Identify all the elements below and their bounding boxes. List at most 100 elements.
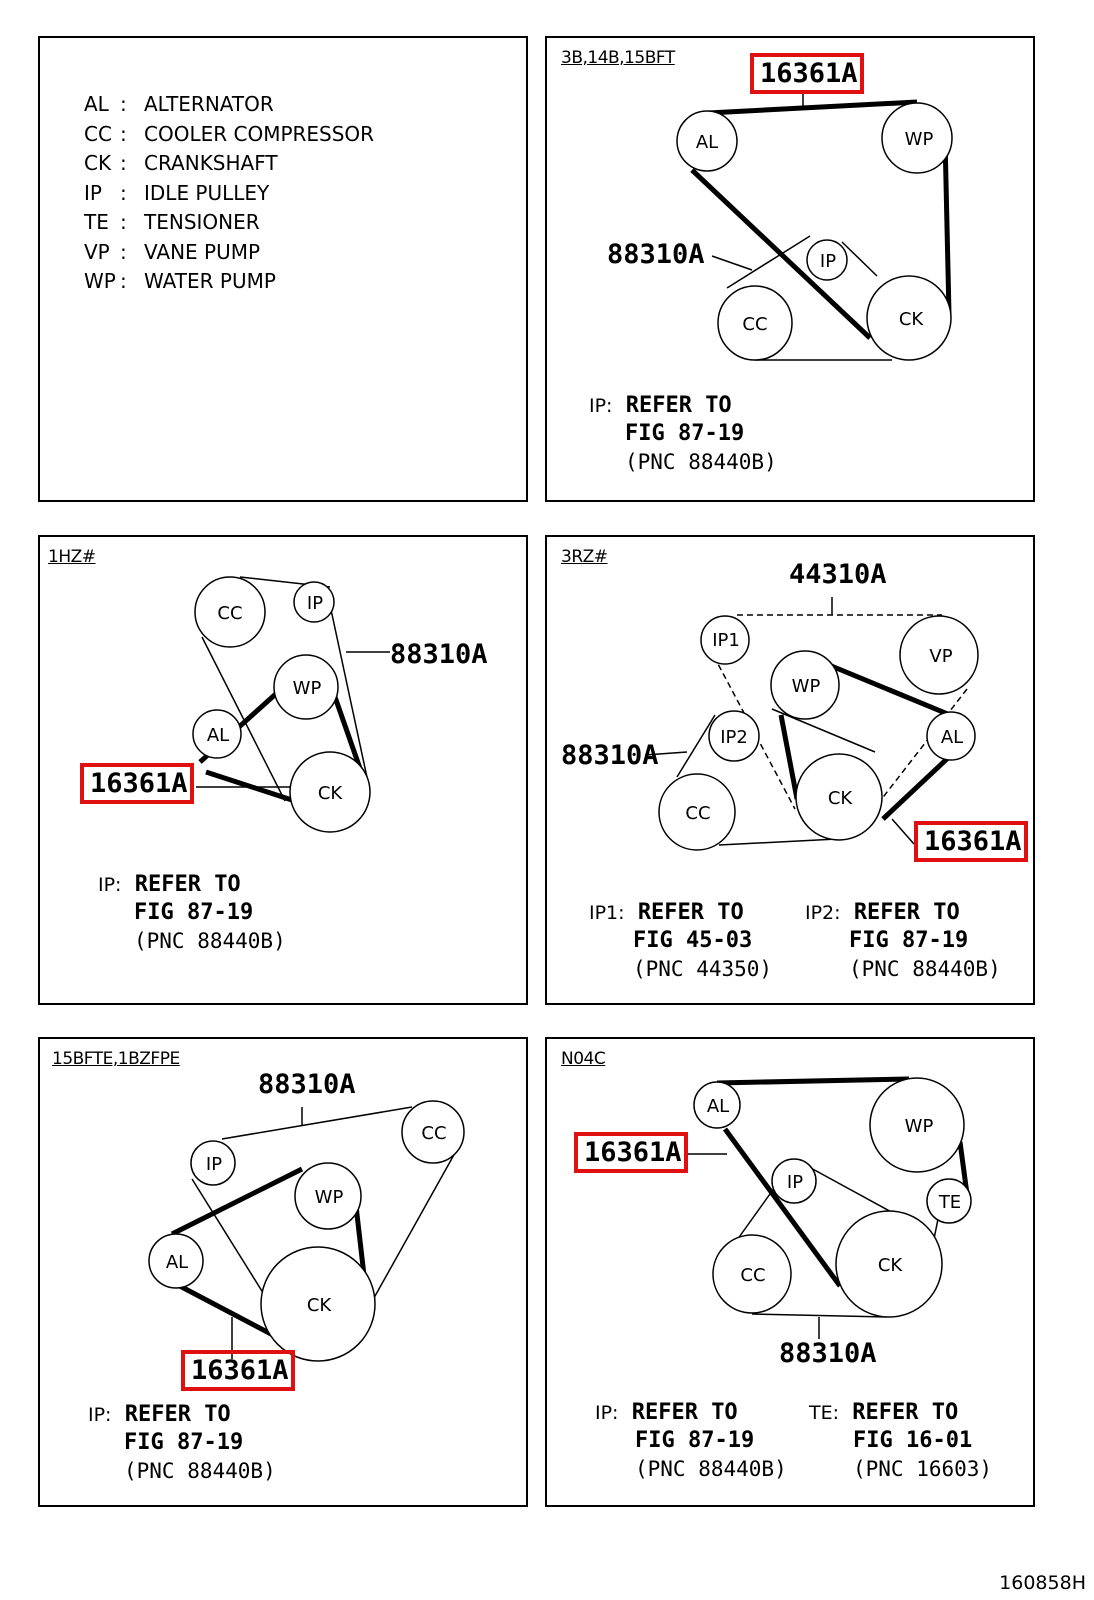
ref-line2: FIG 87-19 bbox=[849, 928, 969, 953]
ref-pnc: (PNC 88440B) bbox=[124, 1459, 276, 1483]
legend-name: CRANKSHAFT bbox=[144, 151, 278, 175]
legend-name: COOLER COMPRESSOR bbox=[144, 121, 375, 146]
belt-diagram-1hz: CC IP WP AL CK bbox=[192, 576, 390, 833]
pulley-label-te: TE bbox=[938, 1192, 961, 1213]
legend-name: VANE PUMP bbox=[144, 239, 261, 264]
legend-row: CK: CRANKSHAFT bbox=[84, 149, 374, 179]
figure-code: 160858H bbox=[999, 1572, 1086, 1594]
legend-colon: : bbox=[120, 92, 127, 116]
legend-abbr: VP bbox=[84, 239, 110, 264]
belt-diagram-3rz: IP1 VP WP IP2 AL CC CK bbox=[644, 597, 979, 851]
pulley-label-ck: CK bbox=[307, 1295, 333, 1316]
ref-line1: REFER TO bbox=[134, 872, 241, 897]
legend-row: VP: VANE PUMP bbox=[84, 238, 374, 268]
legend-row: AL: ALTERNATOR bbox=[84, 90, 374, 120]
legend-name: IDLE PULLEY bbox=[144, 180, 270, 205]
reference-note: IP: REFER TO FIG 87-19 (PNC 88440B) bbox=[98, 871, 286, 955]
ref-line1: REFER TO bbox=[852, 1400, 959, 1425]
pulley-label-al: AL bbox=[166, 1252, 188, 1273]
legend-colon: : bbox=[120, 180, 127, 205]
belt-diagram-3b: AL WP IP CC CK bbox=[676, 94, 953, 361]
part-number-cooler-belt: 88310A bbox=[390, 639, 488, 670]
legend-name: ALTERNATOR bbox=[144, 92, 274, 116]
diagram-panel-1hz: CC IP WP AL CK 1HZ# 88310A 16361A IP: RE… bbox=[38, 535, 528, 1005]
pulley-label-wp: WP bbox=[293, 678, 322, 699]
pulley-label-cc: CC bbox=[685, 803, 710, 824]
ref-line2: FIG 16-01 bbox=[853, 1428, 973, 1453]
ref-line1: REFER TO bbox=[637, 900, 744, 925]
ref-line2: FIG 87-19 bbox=[635, 1428, 755, 1453]
legend-list: AL: ALTERNATOR CC: COOLER COMPRESSOR CK: CR… bbox=[84, 90, 374, 297]
ref-label: IP1: bbox=[589, 902, 625, 924]
part-number-cooler-belt: 88310A bbox=[779, 1338, 877, 1369]
pulley-label-ck: CK bbox=[828, 788, 854, 809]
diagram-panel-15bfte: CC IP WP AL CK 15BFTE,1BZFPE 88310A 1636… bbox=[38, 1037, 528, 1507]
legend-abbr: IP bbox=[84, 180, 102, 205]
legend-abbr: AL bbox=[84, 92, 109, 116]
pulley-label-al: AL bbox=[207, 725, 229, 746]
ref-pnc: (PNC 88440B) bbox=[625, 450, 777, 474]
pulley-label-ip: IP bbox=[820, 251, 836, 272]
ref-label: IP: bbox=[98, 874, 122, 896]
pulley-label-vp: VP bbox=[929, 646, 952, 667]
pulley-label-ip: IP bbox=[787, 1172, 803, 1193]
ref-line1: REFER TO bbox=[124, 1402, 231, 1427]
ref-label: TE: bbox=[809, 1402, 840, 1424]
ref-line2: FIG 45-03 bbox=[633, 928, 753, 953]
legend-row: IP: IDLE PULLEY bbox=[84, 179, 374, 209]
ref-pnc: (PNC 16603) bbox=[853, 1457, 993, 1481]
ref-line2: FIG 87-19 bbox=[124, 1430, 244, 1455]
diagram-panel-n04c: AL WP TE IP CC CK N04C 16361A 88310A IP:… bbox=[545, 1037, 1035, 1507]
pulley-label-cc: CC bbox=[217, 603, 242, 624]
pulley-label-cc: CC bbox=[421, 1123, 446, 1144]
ref-line1: REFER TO bbox=[625, 393, 732, 418]
part-number-vane-belt: 44310A bbox=[789, 559, 887, 590]
part-number-belt-highlighted: 16361A bbox=[181, 1350, 295, 1391]
legend-colon: : bbox=[120, 121, 127, 146]
ref-pnc: (PNC 88440B) bbox=[635, 1457, 787, 1481]
ref-label: IP: bbox=[595, 1402, 619, 1424]
part-number-belt-highlighted: 16361A bbox=[80, 763, 194, 804]
legend-abbr: CC bbox=[84, 121, 112, 146]
legend-abbr: CK bbox=[84, 151, 112, 175]
engine-tag: 3B,14B,15BFT bbox=[561, 48, 675, 68]
legend-colon: : bbox=[120, 210, 127, 234]
ref-pnc: (PNC 88440B) bbox=[134, 929, 286, 953]
legend-row: CC: COOLER COMPRESSOR bbox=[84, 120, 374, 150]
ref-line1: REFER TO bbox=[853, 900, 960, 925]
part-number-cooler-belt: 88310A bbox=[258, 1069, 356, 1100]
pulley-label-ck: CK bbox=[899, 309, 925, 330]
pulley-label-cc: CC bbox=[740, 1265, 765, 1286]
part-number-belt-highlighted: 16361A bbox=[574, 1132, 688, 1173]
part-number-cooler-belt: 88310A bbox=[561, 740, 659, 771]
diagram-panel-3rz: IP1 VP WP IP2 AL CC CK 3RZ# 44310A 88310… bbox=[545, 535, 1035, 1005]
pulley-label-al: AL bbox=[707, 1096, 729, 1117]
pulley-label-wp: WP bbox=[792, 676, 821, 697]
legend-colon: : bbox=[120, 151, 127, 175]
legend-name: TENSIONER bbox=[144, 210, 260, 234]
legend-panel: AL: ALTERNATOR CC: COOLER COMPRESSOR CK: CR… bbox=[38, 36, 528, 502]
ref-pnc: (PNC 88440B) bbox=[849, 957, 1001, 981]
belt-diagram-15bfte: CC IP WP AL CK bbox=[148, 1100, 465, 1362]
reference-note-ip2: IP2: REFER TO FIG 87-19 (PNC 88440B) bbox=[805, 899, 1001, 983]
engine-tag: 15BFTE,1BZFPE bbox=[52, 1049, 180, 1069]
legend-colon: : bbox=[120, 269, 127, 293]
legend-colon: : bbox=[120, 239, 127, 264]
legend-abbr: TE bbox=[84, 210, 109, 234]
reference-note: IP: REFER TO FIG 87-19 (PNC 88440B) bbox=[88, 1401, 276, 1485]
reference-note-te: TE: REFER TO FIG 16-01 (PNC 16603) bbox=[809, 1399, 992, 1483]
engine-tag: N04C bbox=[561, 1049, 606, 1069]
pulley-label-wp: WP bbox=[905, 1116, 934, 1137]
reference-note-ip1: IP1: REFER TO FIG 45-03 (PNC 44350) bbox=[589, 899, 772, 983]
pulley-label-al: AL bbox=[941, 727, 963, 748]
ref-label: IP: bbox=[88, 1404, 112, 1426]
pulley-label-wp: WP bbox=[315, 1187, 344, 1208]
pulley-label-ck: CK bbox=[878, 1255, 904, 1276]
pulley-label-ip: IP bbox=[307, 593, 323, 614]
belt-diagram-n04c: AL WP TE IP CC CK bbox=[685, 1076, 972, 1339]
pulley-label-cc: CC bbox=[742, 314, 767, 335]
part-number-belt-highlighted: 16361A bbox=[750, 53, 864, 94]
ref-label: IP2: bbox=[805, 902, 841, 924]
part-number-cooler-belt: 88310A bbox=[607, 239, 705, 270]
legend-row: TE: TENSIONER bbox=[84, 208, 374, 238]
